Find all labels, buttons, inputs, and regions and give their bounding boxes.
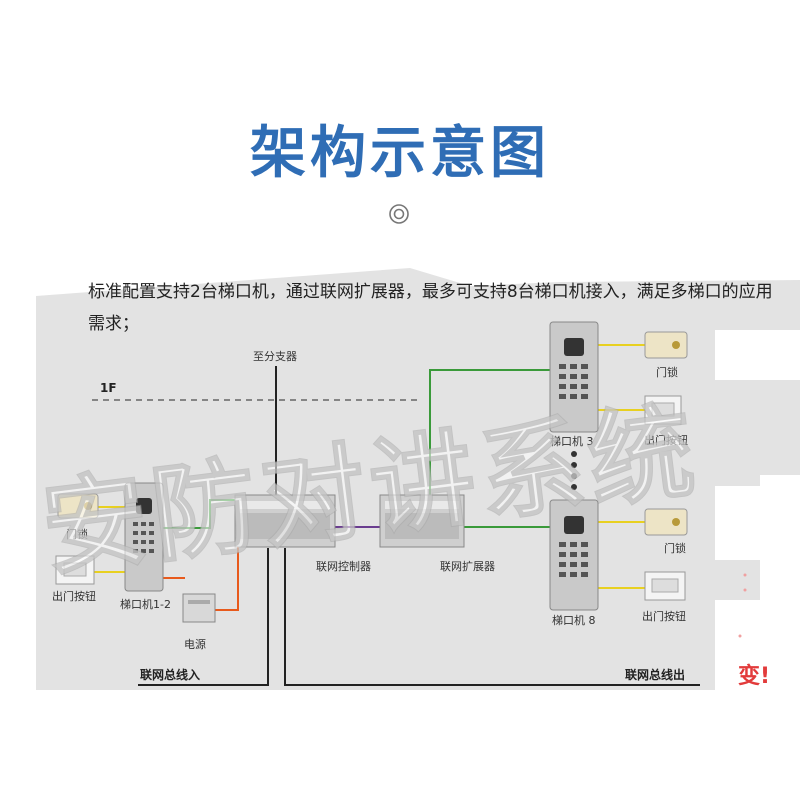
network-expander-device xyxy=(379,494,465,548)
faint-dots xyxy=(738,573,747,638)
wire-unit12-controller xyxy=(160,499,240,529)
exit-button-left-label: 出门按钮 xyxy=(52,590,96,603)
exit-button-left-device xyxy=(55,555,95,585)
diagram-background xyxy=(36,268,800,690)
page-title: 架构示意图 xyxy=(250,121,550,186)
unit-8-device xyxy=(549,499,599,611)
power-wire-1 xyxy=(215,545,239,611)
stray-red-text: 变! xyxy=(738,664,771,689)
door-lock-unit3-device xyxy=(644,331,688,359)
wire-expander-unit3 xyxy=(429,369,552,500)
bus-in-line xyxy=(138,548,269,686)
network-controller-label: 联网控制器 xyxy=(316,560,371,573)
unit-3-label: 梯口机 3 xyxy=(550,435,594,448)
unit-1-2-label: 梯口机1-2 xyxy=(120,598,171,611)
network-controller-device xyxy=(234,494,336,548)
door-lock-unit8-device xyxy=(644,508,688,536)
door-lock-left-label: 门锁 xyxy=(66,528,88,541)
bus-out-label: 联网总线出 xyxy=(625,668,686,682)
target-icon xyxy=(389,204,409,224)
exit-button-unit3-device xyxy=(644,395,682,425)
more-units-dots xyxy=(571,451,577,490)
unit-3-device xyxy=(549,321,599,433)
power-supply-device xyxy=(182,593,216,623)
door-lock-unit8-label: 门锁 xyxy=(664,542,686,555)
network-expander-label: 联网扩展器 xyxy=(440,560,495,573)
door-lock-left-device xyxy=(57,493,99,519)
description-text: 标准配置支持2台梯口机，通过联网扩展器，最多可支持8台梯口机接入，满足多梯口的应… xyxy=(88,282,773,334)
bus-out-line xyxy=(284,548,700,686)
floor-label: 1F xyxy=(100,381,117,395)
unit-1-2-device xyxy=(124,482,164,592)
to-splitter-label: 至分支器 xyxy=(253,350,297,363)
exit-button-unit8-label: 出门按钮 xyxy=(642,610,686,623)
power-label: 电源 xyxy=(184,638,206,651)
door-lock-unit3-label: 门锁 xyxy=(656,366,678,379)
exit-button-unit8-device xyxy=(644,571,686,601)
unit-8-label: 梯口机 8 xyxy=(552,614,596,627)
bus-in-label: 联网总线入 xyxy=(140,668,201,682)
exit-button-unit3-label: 出门按钮 xyxy=(644,434,688,447)
